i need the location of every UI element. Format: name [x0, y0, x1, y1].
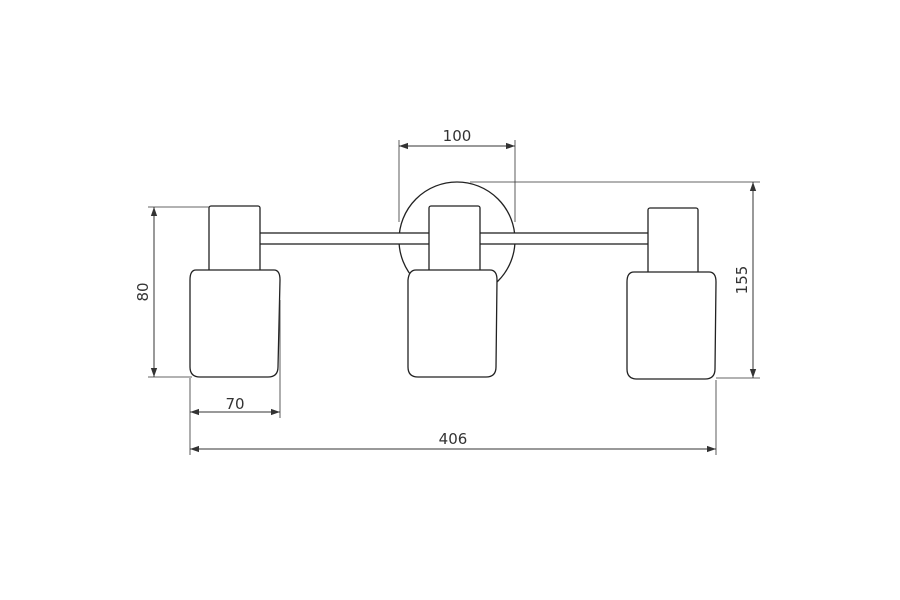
overall-width-label: 406: [439, 430, 468, 448]
spot-right-shade: [626, 271, 717, 380]
overall-height-label: 155: [733, 266, 751, 295]
spot-left-shade: [189, 269, 281, 378]
spot-middle-shade: [407, 269, 498, 378]
shade-height-label: 80: [134, 282, 152, 301]
spot-left-holder: [208, 205, 261, 273]
dimension-shade-width: 70: [189, 300, 281, 455]
shade-width-label: 70: [225, 395, 244, 413]
spot-right-holder: [647, 207, 699, 275]
dimension-overall-height: 155: [470, 181, 760, 379]
dimension-overall-width: 406: [190, 380, 717, 455]
fixture: [189, 181, 717, 380]
spot-middle: [407, 205, 498, 378]
spot-left: [189, 205, 281, 378]
dimension-shade-height: 80: [134, 206, 209, 378]
canopy-width-label: 100: [443, 127, 472, 145]
dimension-canopy-width: 100: [398, 127, 516, 222]
spot-right: [626, 207, 717, 380]
spot-middle-holder: [428, 205, 481, 273]
